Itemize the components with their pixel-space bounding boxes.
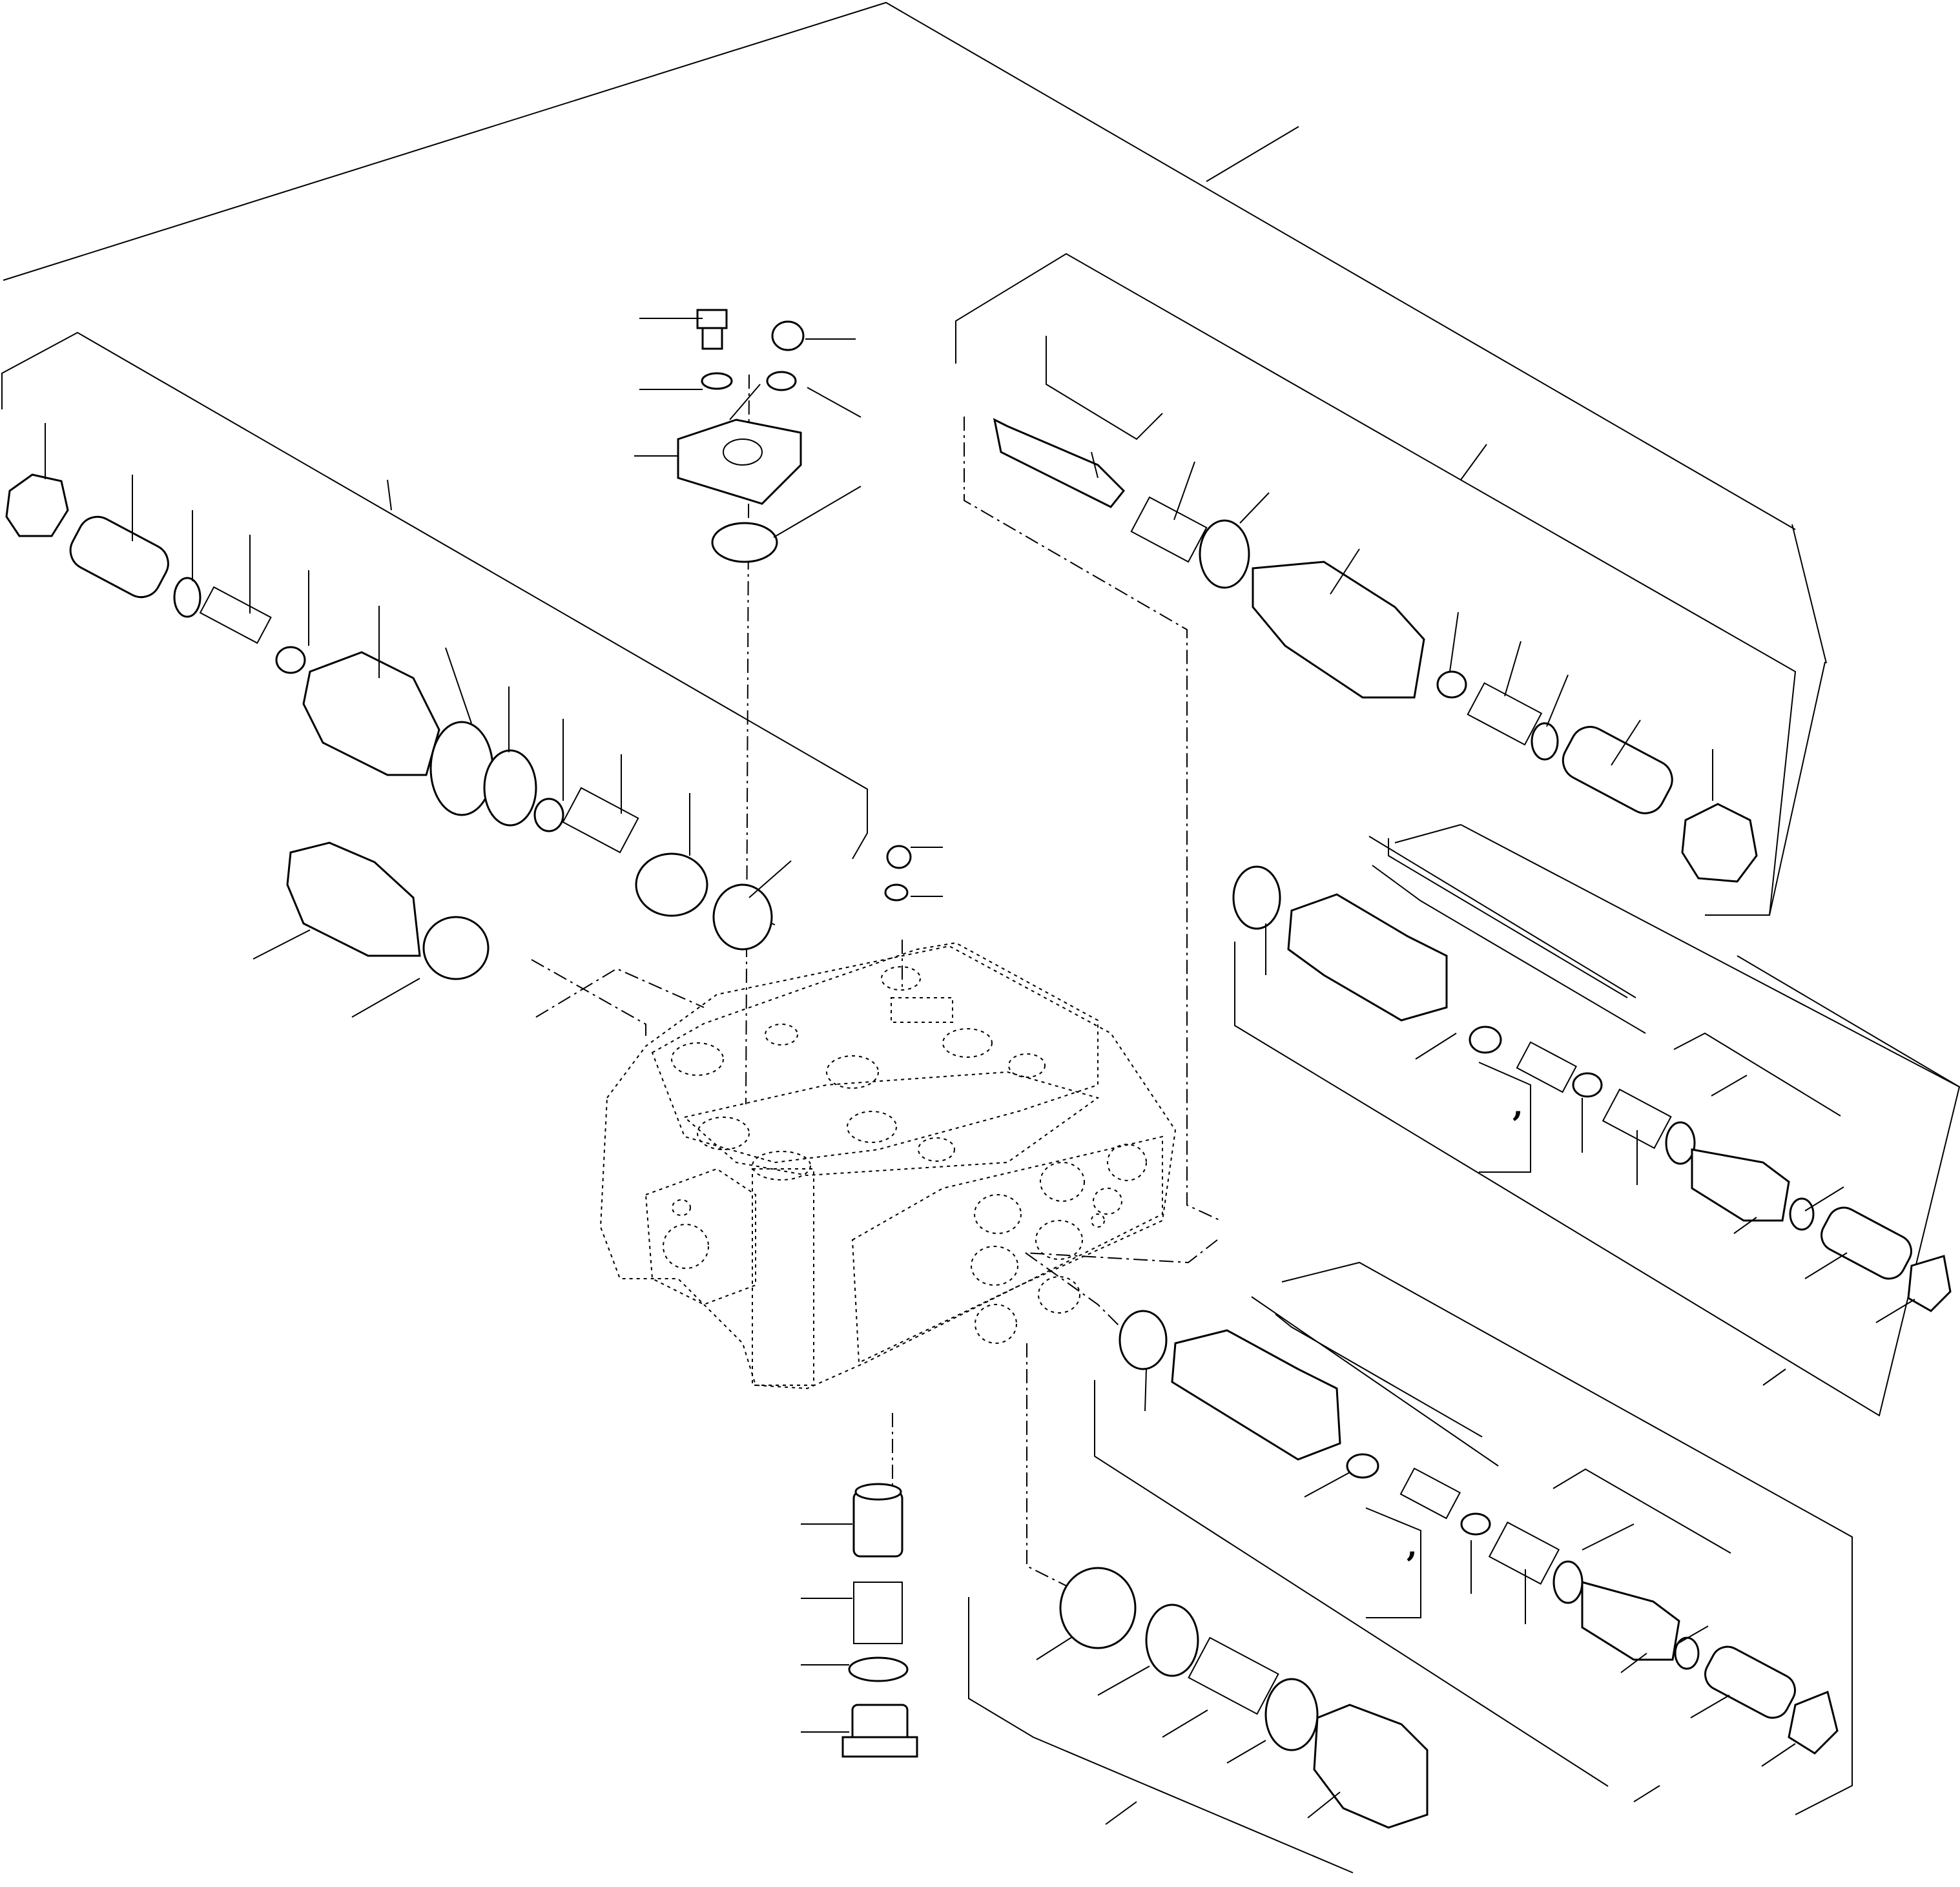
leader-lines [45, 318, 1915, 1825]
bracket-left-group [1, 331, 868, 860]
spring-right-lower-2 [1488, 1521, 1560, 1585]
breather-plug [771, 320, 805, 351]
o-ring-right-upper [1199, 519, 1250, 589]
bracket-right-upper-group [955, 253, 1797, 916]
check-sleeve [852, 1490, 903, 1558]
spring-right-lower-1 [1399, 1467, 1461, 1520]
center-lines [531, 374, 1221, 1589]
poppet-left [275, 646, 306, 674]
spring-left-2 [562, 787, 639, 854]
cartridge-body-right-lower [1171, 1329, 1341, 1461]
bracket-top-assembly [3, 1, 1796, 530]
small-plug [886, 845, 912, 869]
comma-mark-upper: , [1512, 1088, 1523, 1124]
nut-right-upper [1681, 803, 1758, 883]
o-ring-right-lower-small [1553, 1560, 1583, 1604]
breather-washer [766, 371, 797, 391]
cartridge-body-right-upper [1252, 561, 1425, 699]
bracket-bottom-group [968, 1597, 1354, 1873]
lock-washer [701, 372, 733, 390]
threaded-sleeve-right-middle [1821, 1206, 1912, 1280]
right-lower-cartridge-group: , [1119, 1310, 1839, 1755]
threaded-sleeve-right-lower [1704, 1645, 1796, 1719]
o-ring-right-middle [1232, 865, 1281, 930]
spring-right-middle-1 [1516, 1041, 1577, 1093]
threaded-sleeve-right-upper [1562, 726, 1673, 814]
spring-bottom [1188, 1636, 1279, 1715]
threaded-sleeve [69, 515, 169, 599]
plug-bottom-left [1059, 1567, 1137, 1649]
piston-left [635, 852, 708, 917]
o-ring-right-middle-tiny [1789, 1197, 1815, 1231]
left-cartridge-group [5, 473, 912, 980]
cover-plate [677, 418, 802, 505]
o-ring-right-middle-small [1665, 1121, 1696, 1165]
small-o-ring [884, 883, 909, 902]
cartridge-body-left [302, 651, 440, 776]
spool-right-upper [993, 418, 1126, 508]
cartridge-body-right-middle [1287, 893, 1448, 1022]
o-ring-small [173, 577, 201, 618]
cap-bottom-right [1313, 1704, 1429, 1829]
nut-right-middle [1907, 1255, 1952, 1312]
check-o-ring [848, 1656, 909, 1682]
spring-right-middle-2 [1602, 1088, 1672, 1150]
comma-mark-lower: , [1407, 1528, 1418, 1564]
o-ring-large-2 [483, 749, 537, 827]
body-right-middle-small [1691, 1148, 1790, 1222]
poppet-right-upper [1436, 670, 1467, 699]
spring-right-upper-1 [1130, 496, 1208, 563]
check-spring [853, 1582, 903, 1644]
o-ring-bottom-1 [1145, 1603, 1199, 1677]
seat-right-lower [1460, 1512, 1491, 1536]
right-upper-cartridge-group [993, 418, 1758, 883]
nut-right-lower [1788, 1690, 1839, 1755]
plug-assembly-left [286, 841, 421, 957]
nut-upper-left [5, 473, 69, 537]
seat-right-middle [1572, 1072, 1603, 1098]
o-ring-right-lower [1119, 1310, 1168, 1370]
o-ring-bottom-2 [1264, 1678, 1319, 1751]
bracket-right-lower-group [1094, 1380, 1609, 1787]
top-cover-group [677, 309, 805, 563]
bolt-head [696, 309, 728, 329]
poppet-right-middle [1469, 1026, 1502, 1054]
sleeve-left [712, 883, 773, 951]
bracket-right-middle-group [1234, 942, 1960, 1417]
bottom-plug-group [1059, 1567, 1429, 1829]
valve-body [599, 942, 1177, 1390]
body-right-lower-small [1581, 1581, 1680, 1661]
poppet-right-lower [1346, 1453, 1379, 1479]
o-ring-large-1 [429, 721, 494, 816]
seat-left [533, 798, 564, 832]
spring-left-1 [199, 586, 272, 644]
o-ring-left-plug [422, 916, 490, 980]
cover-o-ring [711, 522, 778, 563]
right-middle-cartridge-group: , [1232, 865, 1952, 1312]
o-ring-right-upper-small [1531, 722, 1559, 761]
bottom-center-stack [841, 1483, 918, 1758]
spring-right-upper-2 [1467, 682, 1543, 746]
